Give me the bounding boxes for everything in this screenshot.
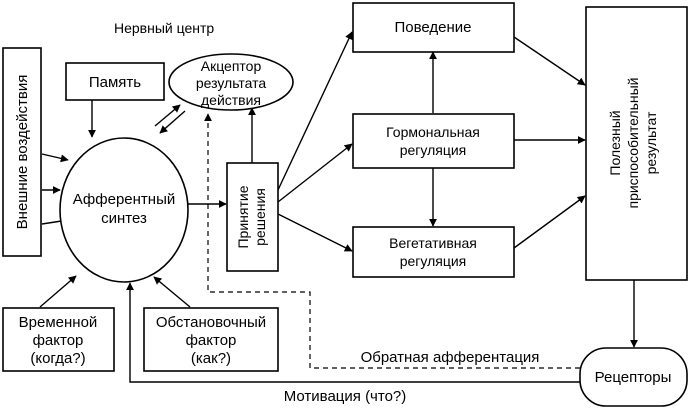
external-influences-box: Внешние воздействия (2, 47, 42, 257)
arrow-acceptor-synthesis (159, 110, 186, 134)
hormonal-box: Гормональная регуляция (352, 113, 515, 169)
vegetative-line-1: Вегетативная (389, 235, 477, 251)
arrow-decision-vegetative (277, 213, 353, 252)
motivation-line (126, 282, 580, 383)
behavior-label: Поведение (394, 19, 471, 36)
decision-box: Принятие решения (226, 162, 279, 272)
acceptor-ellipse: Акцептор результата действия (168, 53, 294, 111)
receptors-label: Рецепторы (595, 369, 672, 386)
receptors-box: Рецепторы (579, 347, 688, 407)
situational-line-1: Обстановочный (156, 314, 266, 331)
situational-line-2: фактор (186, 332, 237, 349)
result-line-2: приспособительный (625, 78, 641, 209)
acceptor-line-1: Акцептор (201, 58, 262, 74)
decision-line-1: Принятие (235, 185, 251, 248)
synthesis-line-1: Афферентный (73, 191, 175, 208)
feedback-label: Обратная афферентация (361, 349, 540, 366)
situational-factor-box: Обстановочный фактор (как?) (143, 307, 279, 372)
time-factor-line-1: Временной (19, 314, 98, 331)
situational-line-3: (как?) (191, 350, 231, 367)
vegetative-line-2: регуляция (400, 253, 467, 269)
time-factor-line-3: (когда?) (30, 350, 85, 367)
hormonal-line-2: регуляция (400, 142, 467, 158)
behavior-box: Поведение (352, 2, 515, 53)
arrow-behavior-result (513, 36, 586, 86)
result-line-3: результат (643, 111, 659, 174)
memory-label: Память (89, 74, 141, 91)
acceptor-line-2: результата (196, 75, 267, 91)
external-influences-label: Внешние воздействия (14, 75, 31, 230)
feedback-dashed-line (204, 113, 580, 369)
arrow-vegetative-result (513, 195, 586, 249)
nerve-center-label: Нервный центр (114, 20, 214, 36)
vegetative-box: Вегетативная регуляция (352, 226, 515, 278)
result-box: Полезный приспособительный результат (585, 6, 688, 281)
motivation-label: Мотивация (что?) (284, 388, 407, 405)
afferent-synthesis-circle: Афферентный синтез (59, 137, 189, 283)
connectors (39, 31, 638, 383)
arrow-synthesis-acceptor (154, 104, 181, 127)
memory-box: Память (65, 62, 165, 101)
arrow-time-synthesis (39, 275, 77, 308)
time-factor-box: Временной фактор (когда?) (2, 307, 115, 372)
arrow-situation-synthesis (153, 276, 191, 308)
acceptor-line-3: действия (201, 92, 261, 108)
time-factor-line-2: фактор (33, 332, 84, 349)
arrow-decision-behavior (277, 31, 353, 191)
result-line-1: Полезный (607, 110, 623, 175)
synthesis-line-2: синтез (101, 210, 147, 227)
hormonal-line-1: Гормональная (386, 124, 480, 140)
arrow-decision-hormonal (277, 143, 353, 203)
decision-line-2: решения (252, 188, 268, 246)
arrow-external-synthesis-1 (41, 153, 69, 163)
